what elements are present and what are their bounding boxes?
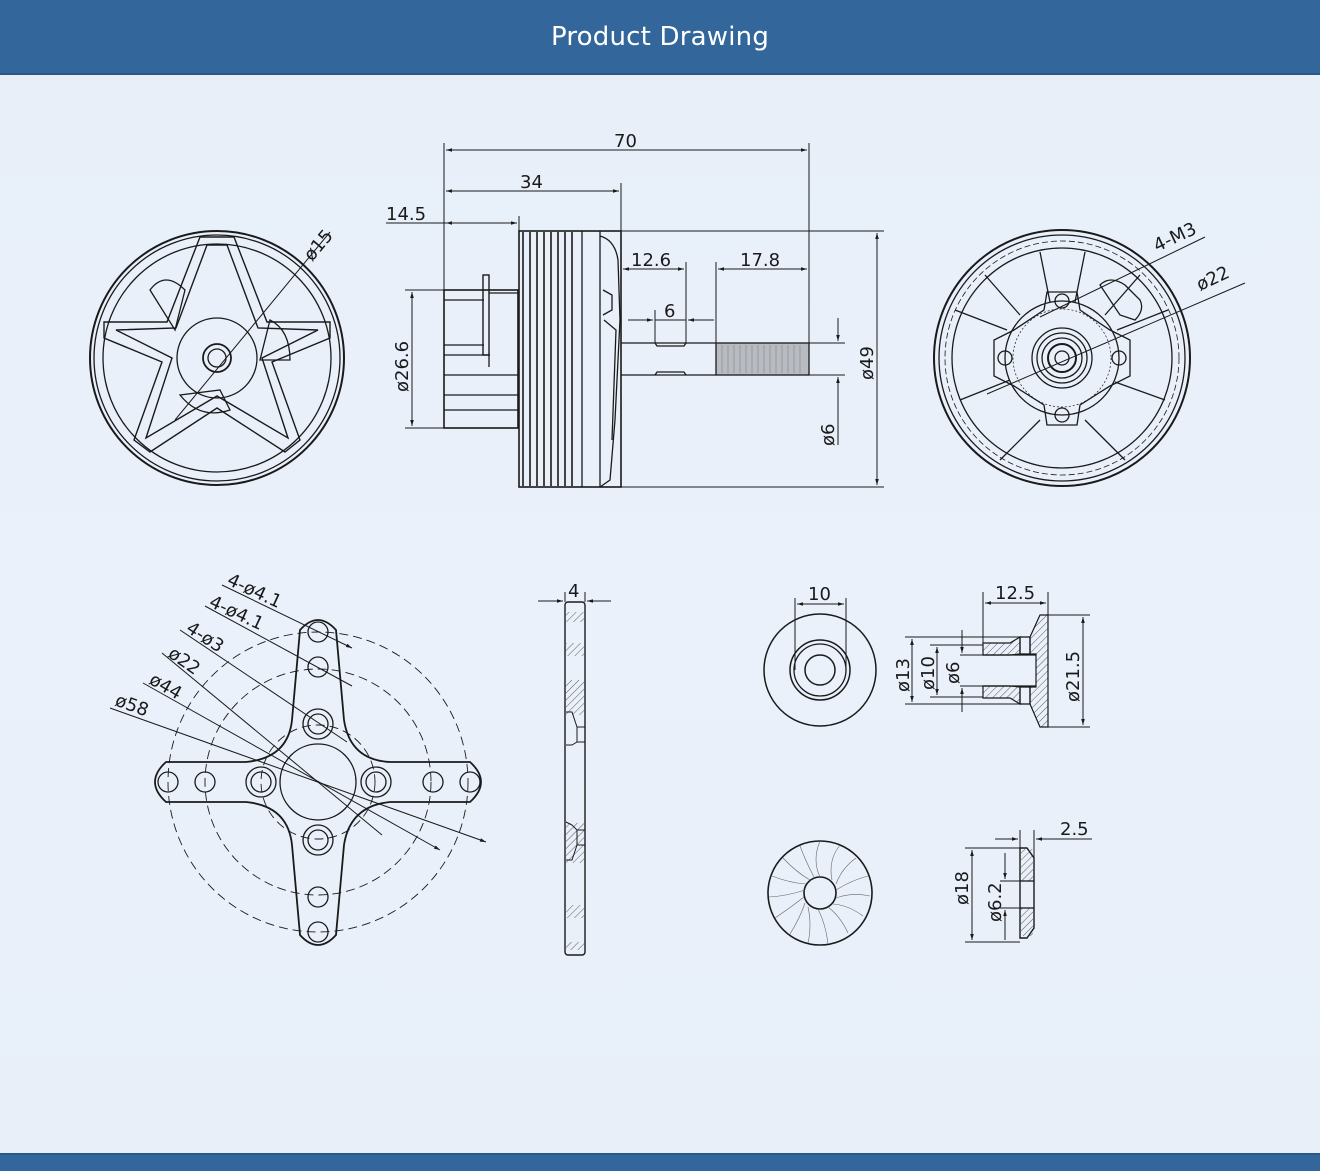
side-view: 70 34 14.5: [386, 131, 884, 488]
dim-shaft-plain: 12.6: [631, 250, 671, 271]
dim-rear-dia: ø26.6: [392, 341, 413, 392]
mount-section: 4: [538, 581, 611, 956]
dim-adapter-flange: ø21.5: [1063, 651, 1084, 702]
dim-body-dia: ø49: [857, 346, 878, 380]
dim-front-shaft-dia: ø15: [300, 226, 338, 265]
header-bar: Product Drawing: [0, 0, 1320, 75]
dim-adapter-13: ø13: [893, 658, 914, 692]
dim-overall-length: 70: [614, 131, 637, 152]
dim-plate-circle-22: ø22: [164, 643, 204, 680]
dim-rear-length: 14.5: [386, 204, 426, 225]
dim-rear-screws: 4-M3: [1150, 219, 1200, 257]
dim-plate-circle-58: ø58: [112, 690, 151, 721]
page-title: Product Drawing: [550, 21, 770, 52]
dim-adapter-6: ø6: [943, 662, 964, 684]
footer-bar: [0, 1153, 1320, 1171]
dim-washer-inner: ø6.2: [985, 882, 1006, 922]
front-view: ø15: [89, 226, 345, 486]
dim-adapter-10: ø10: [918, 656, 939, 690]
dim-washer-outer: ø18: [952, 871, 973, 905]
dim-washer-thickness: 2.5: [1060, 819, 1089, 840]
rear-view: 4-M3 ø22: [933, 219, 1246, 487]
dim-shaft-dia: ø6: [818, 424, 839, 446]
dim-plate-thickness: 4: [568, 581, 579, 602]
dim-adapter-hex: 10: [808, 584, 831, 605]
prop-adapter: 10 12.5 ø21.5 ø13 ø10 ø6: [763, 583, 1090, 728]
dim-shaft-groove: 6: [664, 301, 675, 322]
dim-plate-circle-44: ø44: [146, 669, 186, 704]
dim-body-length: 34: [520, 172, 543, 193]
mount-plate: 4-ø4.1 4-ø4.1 4-ø3 ø22 ø44 ø58: [109, 569, 487, 946]
dim-shaft-thread: 17.8: [740, 250, 780, 271]
dim-adapter-length: 12.5: [995, 583, 1035, 604]
washer: 2.5 ø18 ø6.2: [767, 819, 1092, 946]
drawing-canvas: ø15 70 34 14.5: [0, 75, 1320, 1153]
